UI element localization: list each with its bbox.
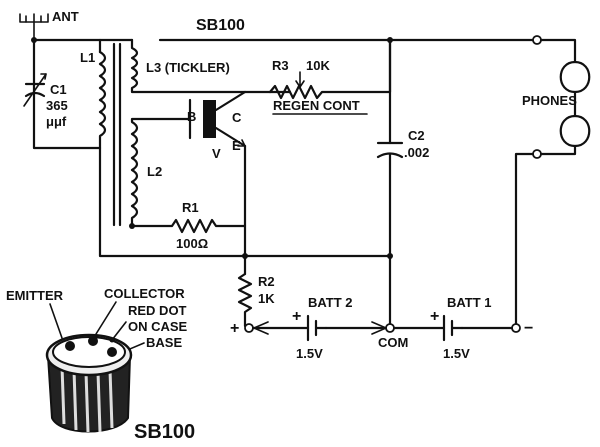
junction-dot (129, 223, 135, 229)
base-pin-label: B (187, 109, 196, 124)
r3-resistor (268, 38, 392, 100)
batt2-symbol (306, 314, 328, 342)
arrow-into-com (371, 321, 387, 335)
com-label: COM (378, 335, 408, 350)
batt1-symbol (442, 314, 464, 342)
r3-value: 10K (306, 58, 330, 73)
collector-leader (95, 301, 117, 335)
batt2-voltage: 1.5V (296, 346, 323, 361)
page-title: SB100 (196, 17, 245, 34)
transistor-package-illustration (45, 333, 133, 433)
c1-unit: μμf (46, 114, 67, 129)
c2-value: .002 (404, 145, 429, 160)
l1-coil (98, 50, 107, 150)
batt1-voltage: 1.5V (443, 346, 470, 361)
batt1-plus: + (430, 308, 439, 325)
v-label: V (212, 146, 221, 161)
c1-capacitor-symbol (23, 73, 47, 107)
arrow-into-left (253, 321, 269, 335)
emitter-label: EMITTER (6, 288, 64, 303)
l3-label: L3 (TICKLER) (146, 60, 230, 75)
terminal-right (511, 323, 521, 333)
junction-dot (31, 37, 37, 43)
l1-label: L1 (80, 50, 95, 65)
c1-value: 365 (46, 98, 68, 113)
l3-coil (130, 38, 247, 94)
plus-terminal-label: + (230, 320, 239, 337)
package-title: SB100 (134, 421, 195, 443)
r1-value: 100Ω (176, 236, 208, 251)
collector-pin-label: C (232, 110, 242, 125)
transformer-core (112, 42, 122, 227)
phones-symbol (532, 35, 591, 159)
ant-label: ANT (52, 9, 79, 24)
red-dot-leader (111, 321, 127, 341)
terminal-left (244, 323, 254, 333)
collector-label: COLLECTOR (104, 286, 185, 301)
r2-resistor (237, 272, 253, 328)
r2-value: 1K (258, 291, 275, 306)
base-label: BASE (146, 335, 182, 350)
r1-resistor (130, 218, 247, 234)
minus-terminal-label: − (524, 320, 533, 337)
batt2-label: BATT 2 (308, 295, 353, 310)
antenna-symbol (19, 13, 49, 41)
red-dot-label-1: RED DOT (128, 303, 187, 318)
r1-label: R1 (182, 200, 199, 215)
red-dot-label-2: ON CASE (128, 319, 188, 334)
transistor-symbol (188, 90, 247, 148)
terminal-com (385, 323, 395, 333)
batt1-label: BATT 1 (447, 295, 492, 310)
r3-wiper-arrow (295, 71, 305, 88)
regen-label: REGEN CONT (273, 98, 360, 113)
l2-label: L2 (147, 164, 162, 179)
phones-label: PHONES (522, 93, 577, 108)
emitter-leader (49, 303, 63, 339)
wire-c1-loop (32, 38, 102, 150)
c1-label: C1 (50, 82, 67, 97)
r3-label: R3 (272, 58, 289, 73)
wire-phones (514, 152, 535, 330)
batt2-plus: + (292, 308, 301, 325)
wire-return (98, 146, 392, 258)
junction-dot (242, 253, 248, 259)
l2-coil (130, 117, 192, 228)
emitter-pin-label: E (232, 138, 241, 153)
r2-label: R2 (258, 274, 275, 289)
c2-label: C2 (408, 128, 425, 143)
